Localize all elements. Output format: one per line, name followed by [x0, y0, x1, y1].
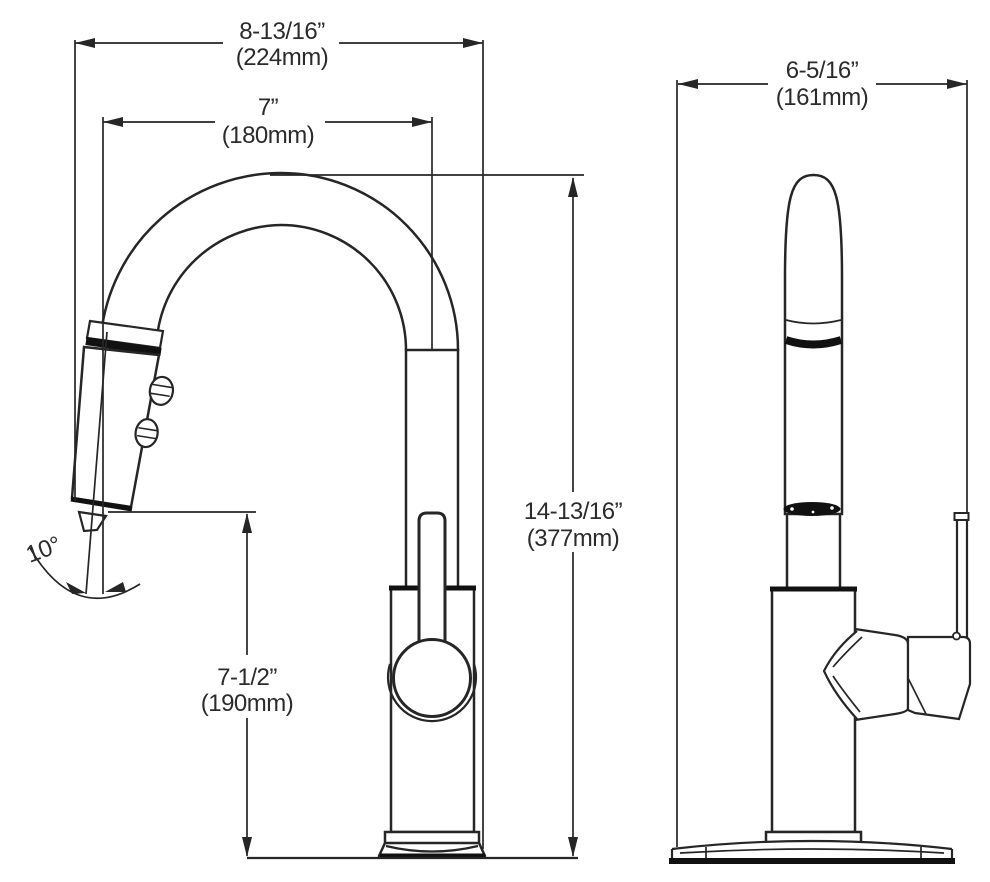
base-collar-front: [383, 830, 481, 845]
dim-head-height-imperial: 7-1/2”: [217, 664, 277, 691]
valve-connector-crease: [832, 636, 863, 713]
arrowhead-down: [568, 837, 578, 857]
dimension-spout-reach: 7” (180mm): [103, 94, 432, 149]
dim-overall-height-imperial: 14-13/16”: [524, 498, 623, 525]
base-flange-sides: [670, 849, 954, 859]
dim-overall-height-metric: (377mm): [527, 525, 620, 552]
dim-overall-depth-metric: (224mm): [236, 44, 329, 71]
arrowhead-up: [242, 513, 252, 533]
spray-face-dot-2: [830, 506, 834, 510]
spray-face-dot-3: [811, 510, 815, 514]
valve-connector-fill: [824, 630, 908, 720]
handle-pivot-dot: [952, 631, 961, 641]
handle-grip-side: [906, 635, 972, 721]
spout-arch-inner: [156, 223, 408, 352]
handle-lever-cap: [953, 512, 970, 521]
arrowhead-up: [568, 177, 578, 197]
spray-head-band: [85, 337, 162, 356]
spray-face-side: [783, 502, 841, 516]
arrowhead-down: [242, 837, 252, 857]
spray-head-buttons: [134, 375, 175, 449]
dimension-spray-head-height: 7-1/2” (190mm): [201, 513, 294, 857]
wand-band-side: [784, 336, 843, 349]
base-flange-top: [671, 839, 953, 851]
handle-lever-front: [417, 511, 447, 657]
valve-connector-fold: [822, 630, 858, 720]
front-view: [70, 171, 487, 859]
angle-reference-tilted: [85, 331, 108, 595]
faucet-body-side: [770, 586, 857, 834]
base-flange-ticks: [705, 847, 922, 859]
dim-overall-depth-imperial: 8-13/16”: [239, 18, 325, 45]
spray-button-bottom-detail: [136, 426, 158, 440]
angle-arrowhead-left: [66, 582, 86, 594]
arrowhead-left: [75, 38, 95, 48]
arrowhead-right: [947, 79, 967, 89]
handle-grip-crease: [907, 677, 927, 715]
base-flange-fill: [672, 841, 952, 859]
spout-column: [404, 348, 460, 589]
base-skirt-curve-front: [385, 844, 479, 853]
dim-spout-reach-imperial: 7”: [258, 94, 279, 121]
dim-base-depth-metric: (161mm): [776, 84, 869, 111]
handle-knob-front: [392, 638, 472, 718]
dim-base-depth-imperial: 6-5/16”: [786, 57, 859, 84]
arrowhead-left: [103, 117, 123, 127]
dim-spout-reach-metric: (180mm): [222, 122, 315, 149]
spray-button-top-detail: [150, 383, 173, 398]
angle-arrowhead-right: [105, 582, 126, 592]
handle-knob-rim: [386, 663, 478, 723]
base-flange-inner-curve: [679, 848, 945, 854]
dimension-base-depth: 6-5/16” (161mm): [678, 57, 967, 111]
spray-face-dot-1: [790, 507, 794, 511]
dim-head-height-metric: (190mm): [201, 690, 294, 717]
dimension-overall-depth: 8-13/16” (224mm): [75, 18, 483, 71]
handle-lever-side: [955, 520, 969, 637]
spray-head-bottom-edge: [70, 496, 133, 512]
arrowhead-right: [463, 38, 483, 48]
spout-column-side: [785, 514, 842, 590]
side-view: [669, 173, 972, 864]
spout-arch-outer: [99, 171, 460, 352]
dimension-overall-height: 14-13/16” (377mm): [524, 177, 623, 857]
wand-separator-line: [785, 319, 842, 325]
arrowhead-left: [678, 79, 698, 89]
dimension-annotations: 8-13/16” (224mm) 7” (180mm) 14-13/16” (3…: [22, 18, 968, 860]
arrowhead-right: [412, 117, 432, 127]
spray-button-bottom: [134, 418, 159, 449]
spray-button-top: [148, 375, 175, 406]
